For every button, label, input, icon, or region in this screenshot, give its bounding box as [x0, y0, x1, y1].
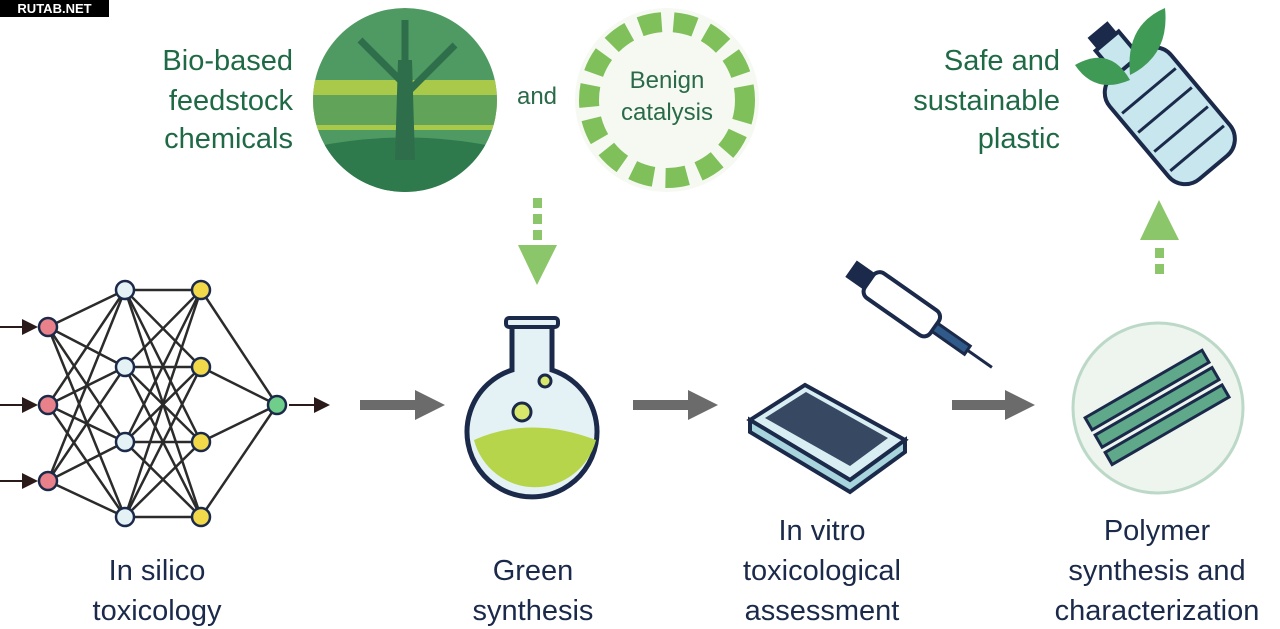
and-label: and: [517, 83, 557, 110]
plastic-label: Safe and sustainable plastic: [913, 45, 1060, 155]
nn-node: [190, 279, 212, 301]
well-plate-pipette-icon: [746, 260, 993, 495]
nn-node: [37, 394, 59, 416]
nn-edge: [123, 289, 203, 443]
nn-edge: [199, 404, 279, 518]
neural-network-icon: [0, 279, 330, 528]
catalysis-cycle-icon: Benign catalysis: [575, 8, 759, 192]
arrow-right: [952, 390, 1035, 420]
step-label-polymer: Polymer synthesis and characterization: [1055, 515, 1260, 627]
svg-text:plastic: plastic: [978, 123, 1060, 155]
forest-icon: [313, 8, 497, 192]
nn-edge: [123, 289, 203, 518]
flask-icon: [464, 316, 600, 500]
nn-node: [190, 431, 212, 453]
arrow-right: [360, 390, 445, 420]
step-label-in-silico: In silico toxicology: [93, 555, 222, 627]
svg-text:Bio-based: Bio-based: [162, 45, 293, 77]
nn-node: [114, 356, 136, 378]
nn-edge: [200, 403, 278, 444]
nn-edge: [46, 366, 127, 482]
svg-text:feedstock: feedstock: [169, 85, 294, 117]
nn-edge: [124, 289, 202, 368]
nn-edge: [199, 289, 279, 406]
svg-text:In silico: In silico: [109, 555, 206, 587]
svg-text:Safe and: Safe and: [944, 45, 1060, 77]
svg-text:catalysis: catalysis: [621, 99, 713, 126]
svg-text:In vitro: In vitro: [778, 515, 865, 547]
plastic-bottle-icon: [1075, 8, 1237, 187]
up-arrow-dashed: [1140, 200, 1179, 274]
nn-node: [37, 316, 59, 338]
nn-edge: [47, 440, 126, 483]
nn-node: [114, 279, 136, 301]
feedstock-label: Bio-based feedstock chemicals: [162, 45, 293, 155]
svg-text:Polymer: Polymer: [1104, 515, 1211, 547]
step-label-green-synthesis: Green synthesis: [473, 555, 594, 627]
svg-text:chemicals: chemicals: [164, 123, 293, 155]
nn-edge: [124, 441, 202, 518]
svg-text:assessment: assessment: [745, 595, 900, 627]
svg-text:synthesis and: synthesis and: [1068, 555, 1245, 587]
nn-edge: [47, 288, 126, 329]
nn-node: [266, 394, 288, 416]
svg-text:synthesis: synthesis: [473, 595, 594, 627]
nn-edge: [47, 479, 126, 519]
nn-node: [37, 470, 59, 492]
svg-text:Green: Green: [493, 555, 574, 587]
watermark: RUTAB.NET: [0, 0, 109, 17]
down-arrow-dashed: [518, 198, 557, 285]
nn-node: [114, 506, 136, 528]
svg-text:characterization: characterization: [1055, 595, 1260, 627]
nn-edge: [123, 366, 203, 518]
svg-text:Benign: Benign: [630, 67, 705, 94]
nn-node: [190, 506, 212, 528]
arrow-right: [633, 390, 718, 420]
svg-text:toxicological: toxicological: [743, 555, 901, 587]
nn-edge: [46, 289, 127, 406]
nn-node: [114, 431, 136, 453]
svg-text:sustainable: sustainable: [913, 85, 1060, 117]
polymer-samples-icon: [1071, 321, 1245, 495]
svg-text:toxicology: toxicology: [93, 595, 222, 627]
nn-edge: [46, 289, 127, 482]
nn-edge: [200, 365, 278, 407]
step-label-in-vitro: In vitro toxicological assessment: [743, 515, 901, 627]
nn-node: [190, 356, 212, 378]
